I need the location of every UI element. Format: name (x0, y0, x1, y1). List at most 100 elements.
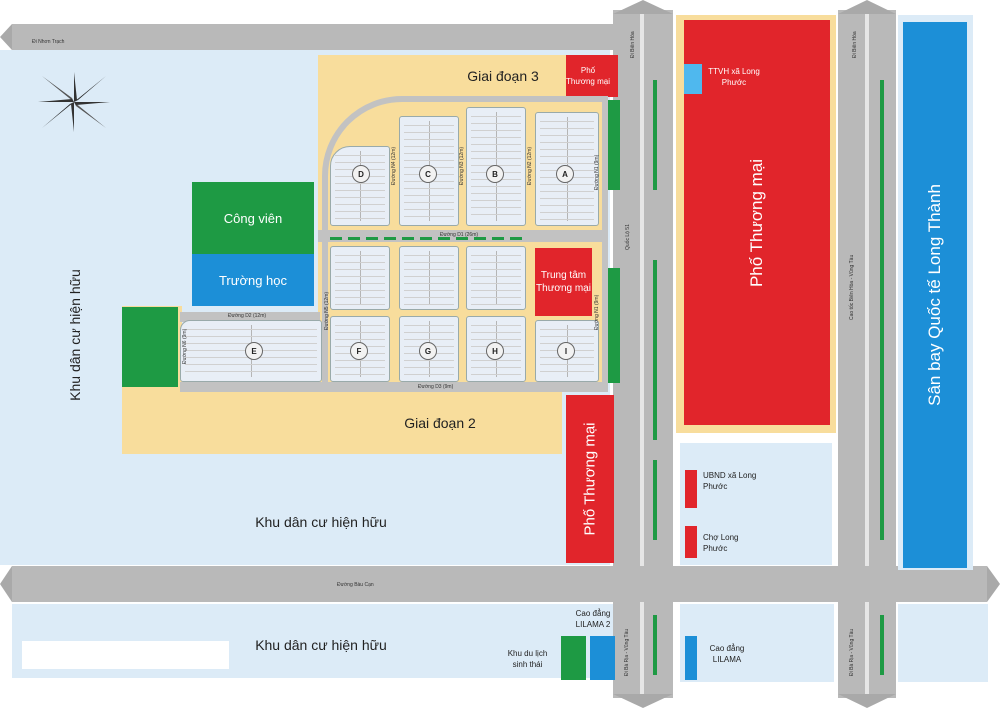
label-di-ba-ria-2-text: Đi Bà Rịa - Vũng Tàu (849, 628, 855, 676)
block-d[interactable] (330, 146, 390, 226)
lot-line (404, 297, 454, 298)
label-di-ba-ria-1: Đi Bà Rịa - Vũng Tàu (624, 629, 630, 676)
lot-line (404, 360, 454, 361)
label-duong-n4-text: Đường N4 (12m) (391, 146, 397, 185)
lot-line (404, 283, 454, 284)
lot-line (404, 209, 454, 210)
ttvh-box (684, 64, 702, 94)
block-d-label: D (352, 165, 370, 183)
cho-box (685, 526, 697, 558)
green-strip (653, 615, 657, 675)
lot-line (335, 204, 385, 205)
residential-bottom-right (680, 604, 834, 682)
block-e-label: E (245, 342, 263, 360)
residential-area-bottom-inset (22, 641, 229, 669)
lot-line (404, 367, 454, 368)
trung-tam-thuong-mai-label: Trung tâm Thương mại (536, 270, 591, 294)
block-g-upper[interactable] (399, 246, 459, 310)
lot-line (540, 329, 594, 330)
ubnd-area (680, 443, 832, 565)
pho-thuong-mai-small-label: Phố Thương mại (566, 66, 610, 86)
lot-line (540, 121, 594, 122)
giai-doan-2-label: Giai đoạn 2 (404, 415, 476, 431)
green-d1-strip (330, 237, 525, 240)
block-f-label: F (350, 342, 368, 360)
green-strip (653, 80, 657, 190)
lot-line (404, 374, 454, 375)
lot-divider (496, 251, 497, 305)
lot-line (404, 255, 454, 256)
label-duong-n3: Đường N3 (12m) (459, 147, 465, 185)
lot-line (471, 276, 521, 277)
lot-line (404, 339, 454, 340)
cong-vien (192, 182, 314, 254)
lot-line (540, 336, 594, 337)
pho-thuong-mai-vertical-label: Phố Thương mại (581, 422, 599, 536)
lot-line (471, 207, 521, 208)
block-h-label: H (486, 342, 504, 360)
lot-line (335, 218, 385, 219)
block-f-upper[interactable] (330, 246, 390, 310)
lot-line (471, 186, 521, 187)
lot-line (335, 339, 385, 340)
green-park-left (122, 307, 178, 387)
lot-line (404, 202, 454, 203)
block-c-label: C (419, 165, 437, 183)
ttvh-label: TTVH xã Long Phước (708, 67, 760, 87)
lot-line (471, 374, 521, 375)
lot-line (471, 130, 521, 131)
lot-line (471, 339, 521, 340)
lot-line (404, 132, 454, 133)
green-strip (606, 100, 620, 190)
label-di-bien-hoa-2-text: Đi Biên Hòa (852, 31, 858, 58)
arrow-left-icon (0, 566, 12, 602)
green-strip (880, 80, 884, 540)
lot-line (335, 325, 385, 326)
khu-dan-cu-left-wrap: Khu dân cư hiện hữu (55, 250, 95, 420)
label-duong-n1-bot: Đường N1 (9m) (594, 295, 600, 330)
lot-line (540, 128, 594, 129)
lot-line (471, 283, 521, 284)
lot-line (185, 364, 317, 365)
label-duong-n3-text: Đường N3 (12m) (459, 146, 465, 185)
label-di-ba-ria-2: Đi Bà Rịa - Vũng Tàu (849, 629, 855, 676)
lot-line (471, 137, 521, 138)
label-di-bien-hoa-2: Đi Biên Hòa (852, 31, 858, 58)
lot-line (471, 123, 521, 124)
lot-line (540, 212, 594, 213)
lot-line (335, 367, 385, 368)
lot-line (540, 142, 594, 143)
block-a-label: A (556, 165, 574, 183)
lot-line (471, 262, 521, 263)
khu-du-lich-label: Khu du lịch sinh thái (507, 649, 548, 669)
arrow-up-icon (838, 0, 896, 14)
lot-line (404, 160, 454, 161)
compass-icon (38, 72, 110, 132)
khu-dan-cu-left-label: Khu dân cư hiện hữu (67, 269, 83, 401)
lot-line (404, 216, 454, 217)
block-g-label: G (419, 342, 437, 360)
lot-line (185, 371, 317, 372)
block-h-upper[interactable] (466, 246, 526, 310)
pho-thuong-mai-big: Phố Thương mại (684, 20, 830, 425)
lot-line (471, 214, 521, 215)
green-strip (880, 615, 884, 675)
label-di-ba-ria-1-text: Đi Bà Rịa - Vũng Tàu (624, 628, 630, 676)
pho-thuong-mai-big-label: Phố Thương mại (747, 158, 766, 287)
lot-line (540, 163, 594, 164)
label-duong-n5-text: Đường N5 (12m) (324, 291, 330, 330)
road-bau-can (12, 566, 987, 602)
label-duong-d1: Đường D1 (26m) (440, 232, 479, 238)
divider-cao-toc (865, 10, 869, 698)
lot-divider (429, 251, 430, 305)
trung-tam-thuong-mai[interactable] (535, 248, 592, 316)
phase-2-area (122, 388, 562, 454)
label-duong-n2-text: Đường N2 (12m) (527, 146, 533, 185)
arrow-left-icon (0, 24, 12, 50)
label-di-bien-hoa-1-text: Đi Biên Hòa (630, 31, 636, 58)
lot-line (335, 332, 385, 333)
lot-line (471, 325, 521, 326)
lot-line (471, 255, 521, 256)
green-strip (653, 460, 657, 540)
lot-line (540, 219, 594, 220)
